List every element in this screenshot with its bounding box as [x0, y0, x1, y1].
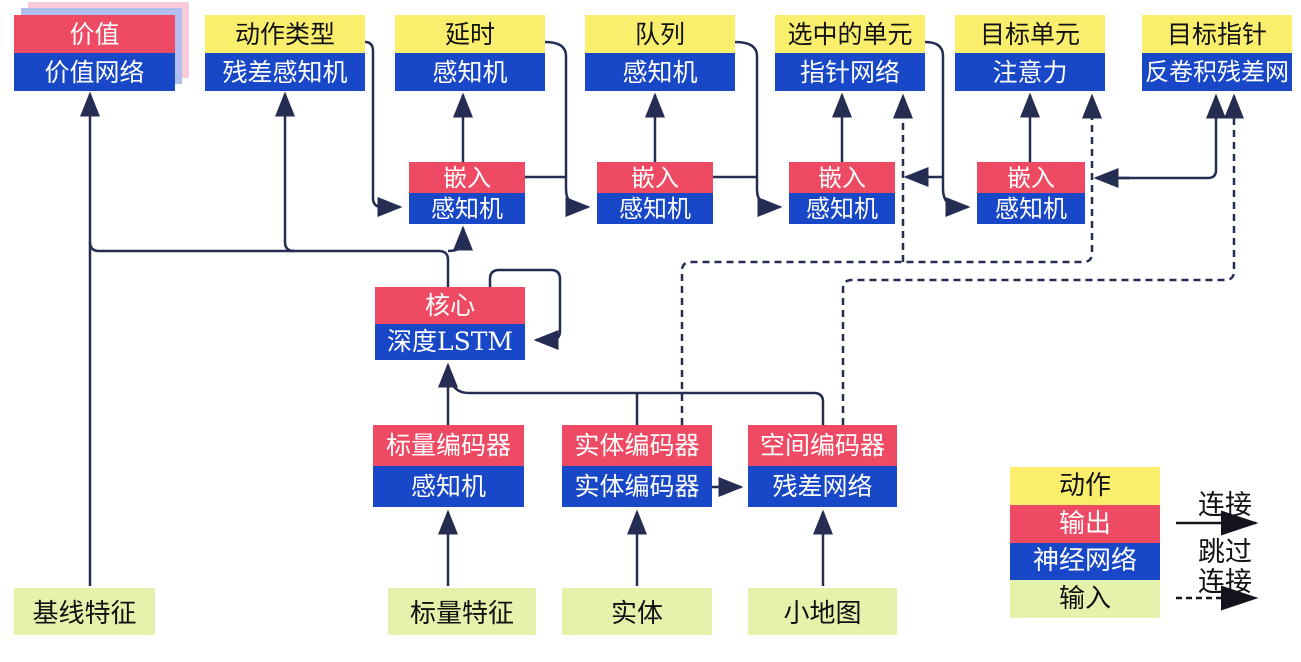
- connector-core-left-rail: [88, 241, 450, 287]
- node-target-unit-network: 注意力: [955, 53, 1105, 91]
- legend-action-swatch: 动作: [1010, 467, 1160, 505]
- connector-delay-to-embed-2: [544, 40, 591, 217]
- node-value: 价值 价值网络: [14, 15, 175, 91]
- node-scalar-encoder-output: 标量编码器: [373, 425, 524, 466]
- node-target-point-action: 目标指针: [1142, 15, 1292, 53]
- legend-swatches: 动作 输出 神经网络 输入: [1010, 467, 1160, 618]
- node-action-type-network: 残差感知机: [205, 53, 365, 91]
- connector-rail-to-embed-1: [447, 225, 473, 253]
- node-embed-4-network: 感知机: [977, 193, 1085, 224]
- node-queue-action: 队列: [585, 15, 735, 53]
- node-scalar-encoder: 标量编码器 感知机: [373, 425, 524, 507]
- node-delay-action: 延时: [395, 15, 545, 53]
- node-entity-encoder-output: 实体编码器: [562, 425, 712, 466]
- connector-queue-to-embed-3: [734, 40, 783, 217]
- connector-chain-end-to-target-point: [1098, 93, 1226, 180]
- node-spatial-encoder: 空间编码器 残差网络: [748, 425, 897, 507]
- node-target-point: 目标指针 反卷积残差网: [1142, 15, 1292, 91]
- node-embed-2: 嵌入 感知机: [597, 162, 713, 224]
- node-queue: 队列 感知机: [585, 15, 735, 91]
- node-embed-4: 嵌入 感知机: [977, 162, 1085, 224]
- node-target-unit: 目标单元 注意力: [955, 15, 1105, 91]
- node-delay-network: 感知机: [395, 53, 545, 91]
- connector-spatial-encoder-to-core: [447, 371, 825, 425]
- node-scalar-encoder-network: 感知机: [373, 466, 524, 507]
- legend-input-swatch: 输入: [1010, 580, 1160, 618]
- input-scalar-features: 标量特征: [388, 588, 536, 635]
- node-action-type: 动作类型 残差感知机: [205, 15, 365, 91]
- node-selected-units: 选中的单元 指针网络: [775, 15, 925, 91]
- node-spatial-encoder-output: 空间编码器: [748, 425, 897, 466]
- input-minimap: 小地图: [748, 588, 897, 635]
- legend-skip-label: 跳过: [1198, 537, 1252, 568]
- node-delay: 延时 感知机: [395, 15, 545, 91]
- node-spatial-encoder-network: 残差网络: [748, 466, 897, 507]
- node-embed-2-output: 嵌入: [597, 162, 713, 193]
- node-value-output: 价值: [14, 15, 175, 53]
- node-action-type-action: 动作类型: [205, 15, 365, 53]
- node-selected-units-network: 指针网络: [775, 53, 925, 91]
- node-embed-3-output: 嵌入: [789, 162, 895, 193]
- node-value-network: 价值网络: [14, 53, 175, 91]
- skip-entity-encoder-to-target-unit: [680, 93, 1102, 425]
- node-queue-network: 感知机: [585, 53, 735, 91]
- legend-output-swatch: 输出: [1010, 504, 1160, 543]
- legend-skip-connection-label: 连接: [1198, 567, 1252, 598]
- input-baseline-features: 基线特征: [14, 588, 155, 635]
- node-embed-3-network: 感知机: [789, 193, 895, 224]
- skip-spatial-encoder-to-target-point: [841, 93, 1244, 425]
- legend-solid-connection-label: 连接: [1198, 490, 1252, 521]
- node-core: 核心 深度LSTM: [375, 287, 525, 360]
- node-core-network: 深度LSTM: [375, 323, 525, 360]
- node-embed-2-network: 感知机: [597, 193, 713, 224]
- node-core-output: 核心: [375, 287, 525, 324]
- node-embed-4-output: 嵌入: [977, 162, 1085, 193]
- node-target-unit-action: 目标单元: [955, 15, 1105, 53]
- node-selected-units-action: 选中的单元: [775, 15, 925, 53]
- node-entity-encoder-network: 实体编码器: [562, 466, 712, 507]
- node-embed-1-output: 嵌入: [409, 162, 525, 193]
- node-embed-1-network: 感知机: [409, 193, 525, 224]
- legend-network-swatch: 神经网络: [1010, 542, 1160, 581]
- node-target-point-network: 反卷积残差网: [1142, 53, 1292, 91]
- node-embed-3: 嵌入 感知机: [789, 162, 895, 224]
- node-embed-1: 嵌入 感知机: [409, 162, 525, 224]
- node-entity-encoder: 实体编码器 实体编码器: [562, 425, 712, 507]
- connector-rail-to-action-type: [275, 91, 295, 253]
- input-entities: 实体: [562, 588, 712, 635]
